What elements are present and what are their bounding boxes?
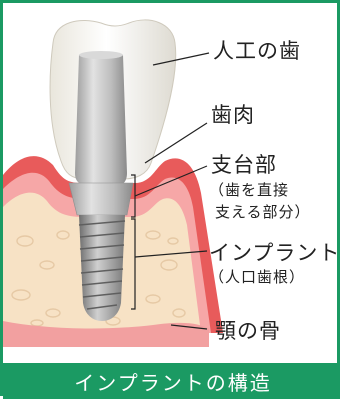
label-abutment-note-2: 支える部分） bbox=[215, 201, 311, 223]
label-abutment-note-1: （歯を直接 bbox=[209, 179, 289, 201]
label-implant: インプラント bbox=[209, 237, 340, 267]
label-gum: 歯肉 bbox=[211, 99, 255, 129]
abutment-collar bbox=[69, 183, 133, 215]
label-jawbone: 顎の骨 bbox=[215, 315, 281, 345]
implant-screw bbox=[79, 215, 125, 321]
label-abutment: 支台部 bbox=[211, 149, 277, 179]
caption-bar: インプラントの構造 bbox=[3, 363, 340, 399]
diagram-caption: インプラントの構造 bbox=[3, 367, 340, 396]
abutment-post bbox=[75, 55, 127, 185]
label-artificial-tooth: 人工の歯 bbox=[213, 35, 301, 65]
label-implant-note: （人口歯根） bbox=[209, 266, 305, 288]
